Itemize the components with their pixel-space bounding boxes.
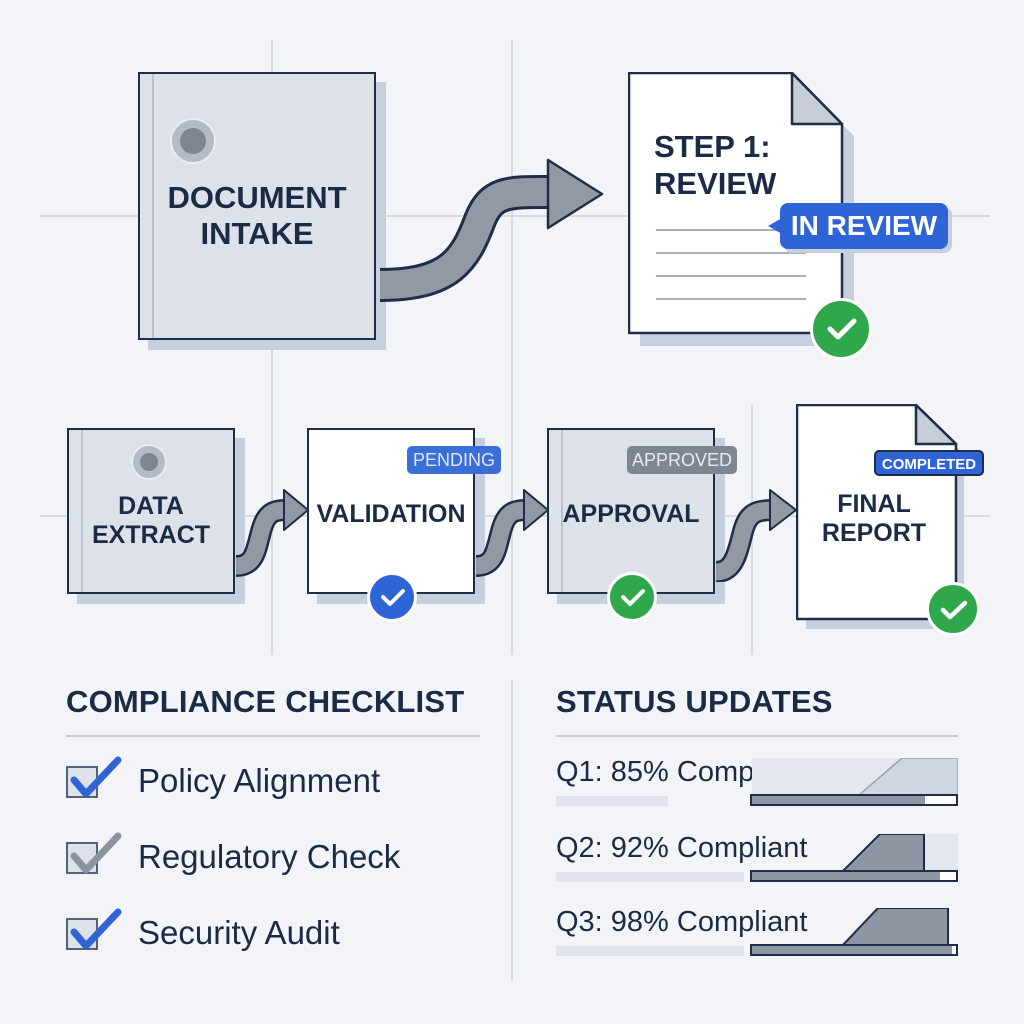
- section-divider: [556, 735, 958, 737]
- validation-card[interactable]: VALIDATION: [307, 428, 475, 594]
- status-progress-fill: [752, 796, 926, 804]
- check-circle-icon: [810, 298, 872, 360]
- validation-label: VALIDATION: [316, 500, 466, 528]
- checklist-item[interactable]: Security Audit: [66, 908, 486, 960]
- status-item-underline: [556, 946, 744, 956]
- check-mark: [70, 908, 122, 950]
- document-intake-label: DOCUMENT INTAKE: [167, 180, 347, 251]
- compliance-checklist-title: COMPLIANCE CHECKLIST: [66, 684, 465, 719]
- checklist-item[interactable]: Policy Alignment: [66, 756, 486, 808]
- badge-pointer: [768, 218, 782, 234]
- pending-badge: PENDING: [407, 446, 501, 474]
- arrow-icon: [714, 489, 797, 582]
- checklist-item-label: Policy Alignment: [138, 762, 381, 799]
- grid-line: [511, 40, 513, 410]
- status-updates-title: STATUS UPDATES: [556, 684, 833, 719]
- check-circle-icon: [367, 572, 417, 622]
- check-mark: [70, 756, 122, 798]
- status-trend-shape: [752, 907, 958, 947]
- section-divider: [66, 735, 480, 737]
- status-item-label: Q3: 98% Compliant: [556, 906, 808, 938]
- record-icon: [131, 444, 167, 480]
- status-item-label: Q2: 92% Compliant: [556, 832, 808, 864]
- status-item-underline: [556, 872, 744, 882]
- status-trend-shape: [752, 833, 958, 873]
- final-report-card[interactable]: FINAL REPORT: [796, 404, 964, 629]
- in-review-badge: IN REVIEW: [780, 203, 948, 249]
- step-1-review-card[interactable]: STEP 1: REVIEW: [628, 72, 854, 346]
- text-line: [656, 229, 782, 231]
- arrow-icon: [474, 489, 549, 577]
- document-intake-card[interactable]: DOCUMENT INTAKE: [138, 72, 376, 340]
- approved-badge: APPROVED: [627, 446, 737, 474]
- arrow-icon: [379, 158, 604, 302]
- data-extract-label: DATA EXTRACT: [91, 492, 211, 549]
- record-icon: [170, 118, 216, 164]
- text-line: [656, 252, 806, 254]
- step-1-review-label: STEP 1: REVIEW: [654, 129, 777, 202]
- completed-badge: COMPLETED: [874, 450, 984, 476]
- checklist-item-label: Regulatory Check: [138, 838, 401, 875]
- status-trend-shape: [752, 757, 959, 797]
- text-line: [656, 275, 806, 277]
- status-progress-bar: [750, 870, 958, 882]
- check-circle-icon: [926, 582, 980, 636]
- check-mark: [70, 832, 122, 874]
- status-progress-fill: [752, 946, 952, 954]
- grid-line: [511, 680, 513, 980]
- data-extract-card[interactable]: DATA EXTRACT: [67, 428, 235, 594]
- check-circle-icon: [607, 572, 657, 622]
- arrow-icon: [234, 489, 309, 577]
- document-sheet: [628, 72, 854, 346]
- status-progress-bar: [750, 794, 958, 806]
- grid-line: [40, 215, 990, 217]
- approval-label: APPROVAL: [562, 500, 700, 528]
- checklist-item-label: Security Audit: [138, 914, 340, 951]
- text-line: [656, 298, 806, 300]
- status-progress-fill: [752, 872, 940, 880]
- checklist-item[interactable]: Regulatory Check: [66, 832, 486, 884]
- status-progress-bar: [750, 944, 958, 956]
- status-item-underline: [556, 796, 668, 806]
- final-report-label: FINAL REPORT: [821, 490, 927, 547]
